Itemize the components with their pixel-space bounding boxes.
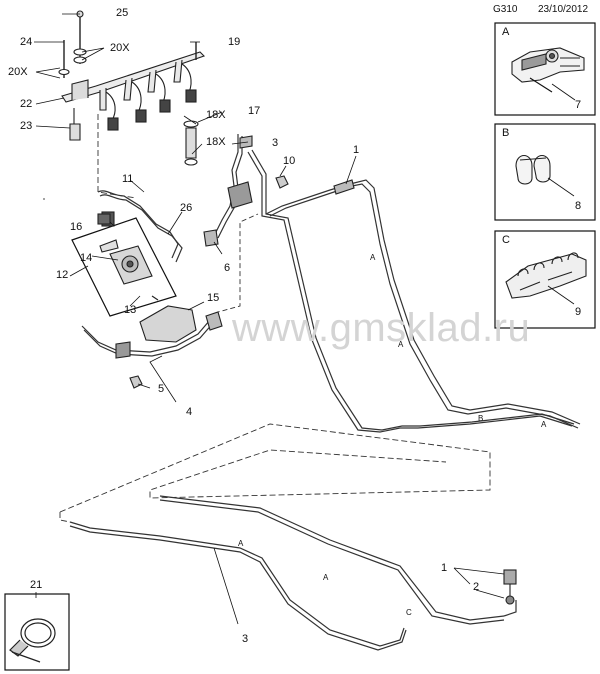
callout-5: 5 [158,383,165,395]
segment-label-a1: A [370,253,376,262]
diagram-code: G310 [493,4,518,15]
inset-a-part: 7 [575,99,582,111]
inset-b [494,123,596,221]
fuel-lines [43,114,581,651]
segment-label-a2: A [398,340,404,349]
watermark: www.gmsklad.ru [232,306,531,350]
inset-b-letter: B [502,127,510,139]
segment-label-b: B [478,414,484,423]
callout-26: 26 [180,202,193,214]
callout-24: 24 [20,36,33,48]
callout-25: 25 [116,7,129,19]
inset-c-letter: C [502,234,510,246]
callout-19: 19 [228,36,241,48]
callout-14: 14 [80,252,93,264]
inset-a-letter: A [502,26,510,38]
leader-7 [551,83,576,101]
diagram-date: 23/10/2012 [538,4,589,15]
callout-16: 16 [70,221,83,233]
callout-17: 17 [248,105,261,117]
callout-15: 15 [207,292,220,304]
leader-lines [34,13,505,625]
fuel-rail-assembly [58,10,206,166]
segment-label-a3: A [541,420,547,429]
leader-8 [547,177,575,197]
callout-10: 10 [283,155,296,167]
inset-c [494,230,596,329]
hp-pump-assembly [71,211,177,317]
segment-label-a4: A [238,539,244,548]
callout-3-bottom: 3 [242,633,249,645]
callout-4: 4 [186,406,193,418]
segment-label-a5: A [323,573,329,582]
callout-2: 2 [473,581,480,593]
inset-c-part: 9 [575,306,582,318]
band-clamp-drawing [9,618,56,663]
callout-18x-a: 18X [206,109,226,121]
inset-21-part: 21 [30,579,43,591]
injector-ports [99,59,183,111]
leader-9 [547,285,575,305]
components [97,135,517,605]
callout-18x-b: 18X [206,136,226,148]
inset-21 [4,593,70,671]
callout-1-bottom: 1 [441,562,448,574]
clip-b-drawing [515,154,551,185]
callout-11: 11 [122,173,134,185]
inset-b-part: 8 [575,200,582,212]
callout-20x-b: 20X [8,66,28,78]
callout-1-top: 1 [353,144,360,156]
callout-22: 22 [20,98,33,110]
callout-20x-a: 20X [110,42,130,54]
callout-13: 13 [124,304,137,316]
clip-a-drawing [511,47,585,93]
clip-c-drawing [505,252,587,299]
inset-a [494,22,596,116]
segment-label-c: C [406,608,412,617]
callout-23: 23 [20,120,33,132]
callout-12: 12 [56,269,69,281]
callout-3-top: 3 [272,137,279,149]
callout-6: 6 [224,262,231,274]
